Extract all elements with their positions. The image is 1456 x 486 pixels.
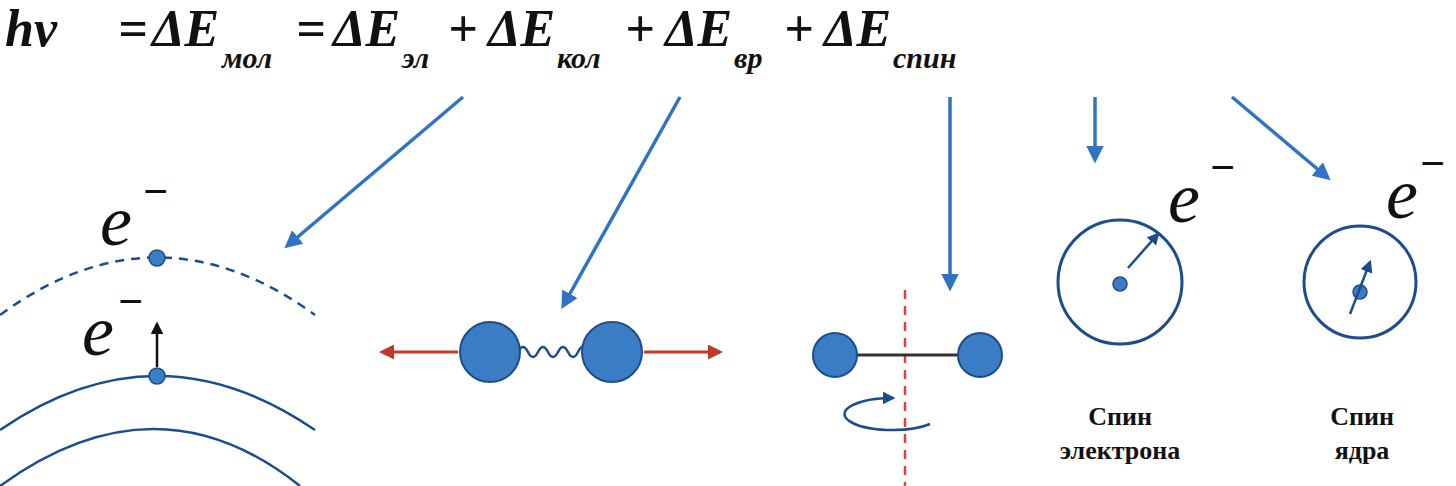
stretch-arrow [382, 351, 458, 354]
formula-operator: + [625, 3, 655, 55]
rotation-arrow [845, 398, 930, 430]
charge-sign: − [118, 280, 143, 324]
formula-term: ΔE [488, 3, 555, 55]
spin-circle [1304, 226, 1416, 338]
pointer-arrow [1232, 97, 1328, 178]
charge-sign: − [143, 170, 168, 214]
inner-orbit [0, 429, 300, 486]
electron-dot [149, 368, 165, 384]
atom [813, 333, 857, 377]
pointer-arrow [287, 97, 463, 246]
rotation-axis [904, 290, 907, 486]
spring [518, 347, 584, 357]
formula-subscript: эл [402, 43, 429, 73]
atom [958, 333, 1002, 377]
electron-symbol: e [1168, 162, 1200, 234]
formula-operator: = [296, 3, 326, 55]
pointer-arrow [948, 97, 952, 288]
transition-arrow [156, 324, 159, 367]
electron-symbol: e [1386, 158, 1418, 230]
atom [460, 322, 520, 382]
formula-term: ΔE [665, 3, 732, 55]
electron-dot [149, 250, 165, 266]
formula-subscript: спин [893, 43, 956, 73]
caption-label: Спин ядра [1317, 400, 1407, 468]
spin-circle [1058, 220, 1182, 344]
formula-subscript: вр [734, 43, 762, 73]
nucleus-dot [1113, 277, 1127, 291]
stretch-arrow [644, 351, 720, 354]
charge-sign: − [1210, 146, 1235, 190]
formula-term: ΔE [824, 3, 891, 55]
bond [855, 354, 960, 357]
pointer-arrow [1093, 97, 1097, 160]
formula-operator: = [118, 3, 148, 55]
charge-sign: − [1420, 142, 1445, 186]
formula-subscript: кол [557, 43, 601, 73]
caption-label: Спин электрона [1045, 400, 1195, 468]
electron-symbol: e [82, 295, 114, 367]
spin-arrow [1350, 262, 1370, 314]
formula-subscript: мол [222, 43, 272, 73]
atom [582, 322, 642, 382]
formula-operator: + [448, 3, 478, 55]
electron-symbol: e [100, 185, 132, 257]
spin-arrow [1128, 234, 1158, 268]
pointer-arrow [563, 97, 680, 306]
formula-term: ΔE [333, 3, 400, 55]
formula-operator: + [784, 3, 814, 55]
formula-term: hν [5, 3, 57, 55]
formula-term: ΔE [152, 3, 219, 55]
